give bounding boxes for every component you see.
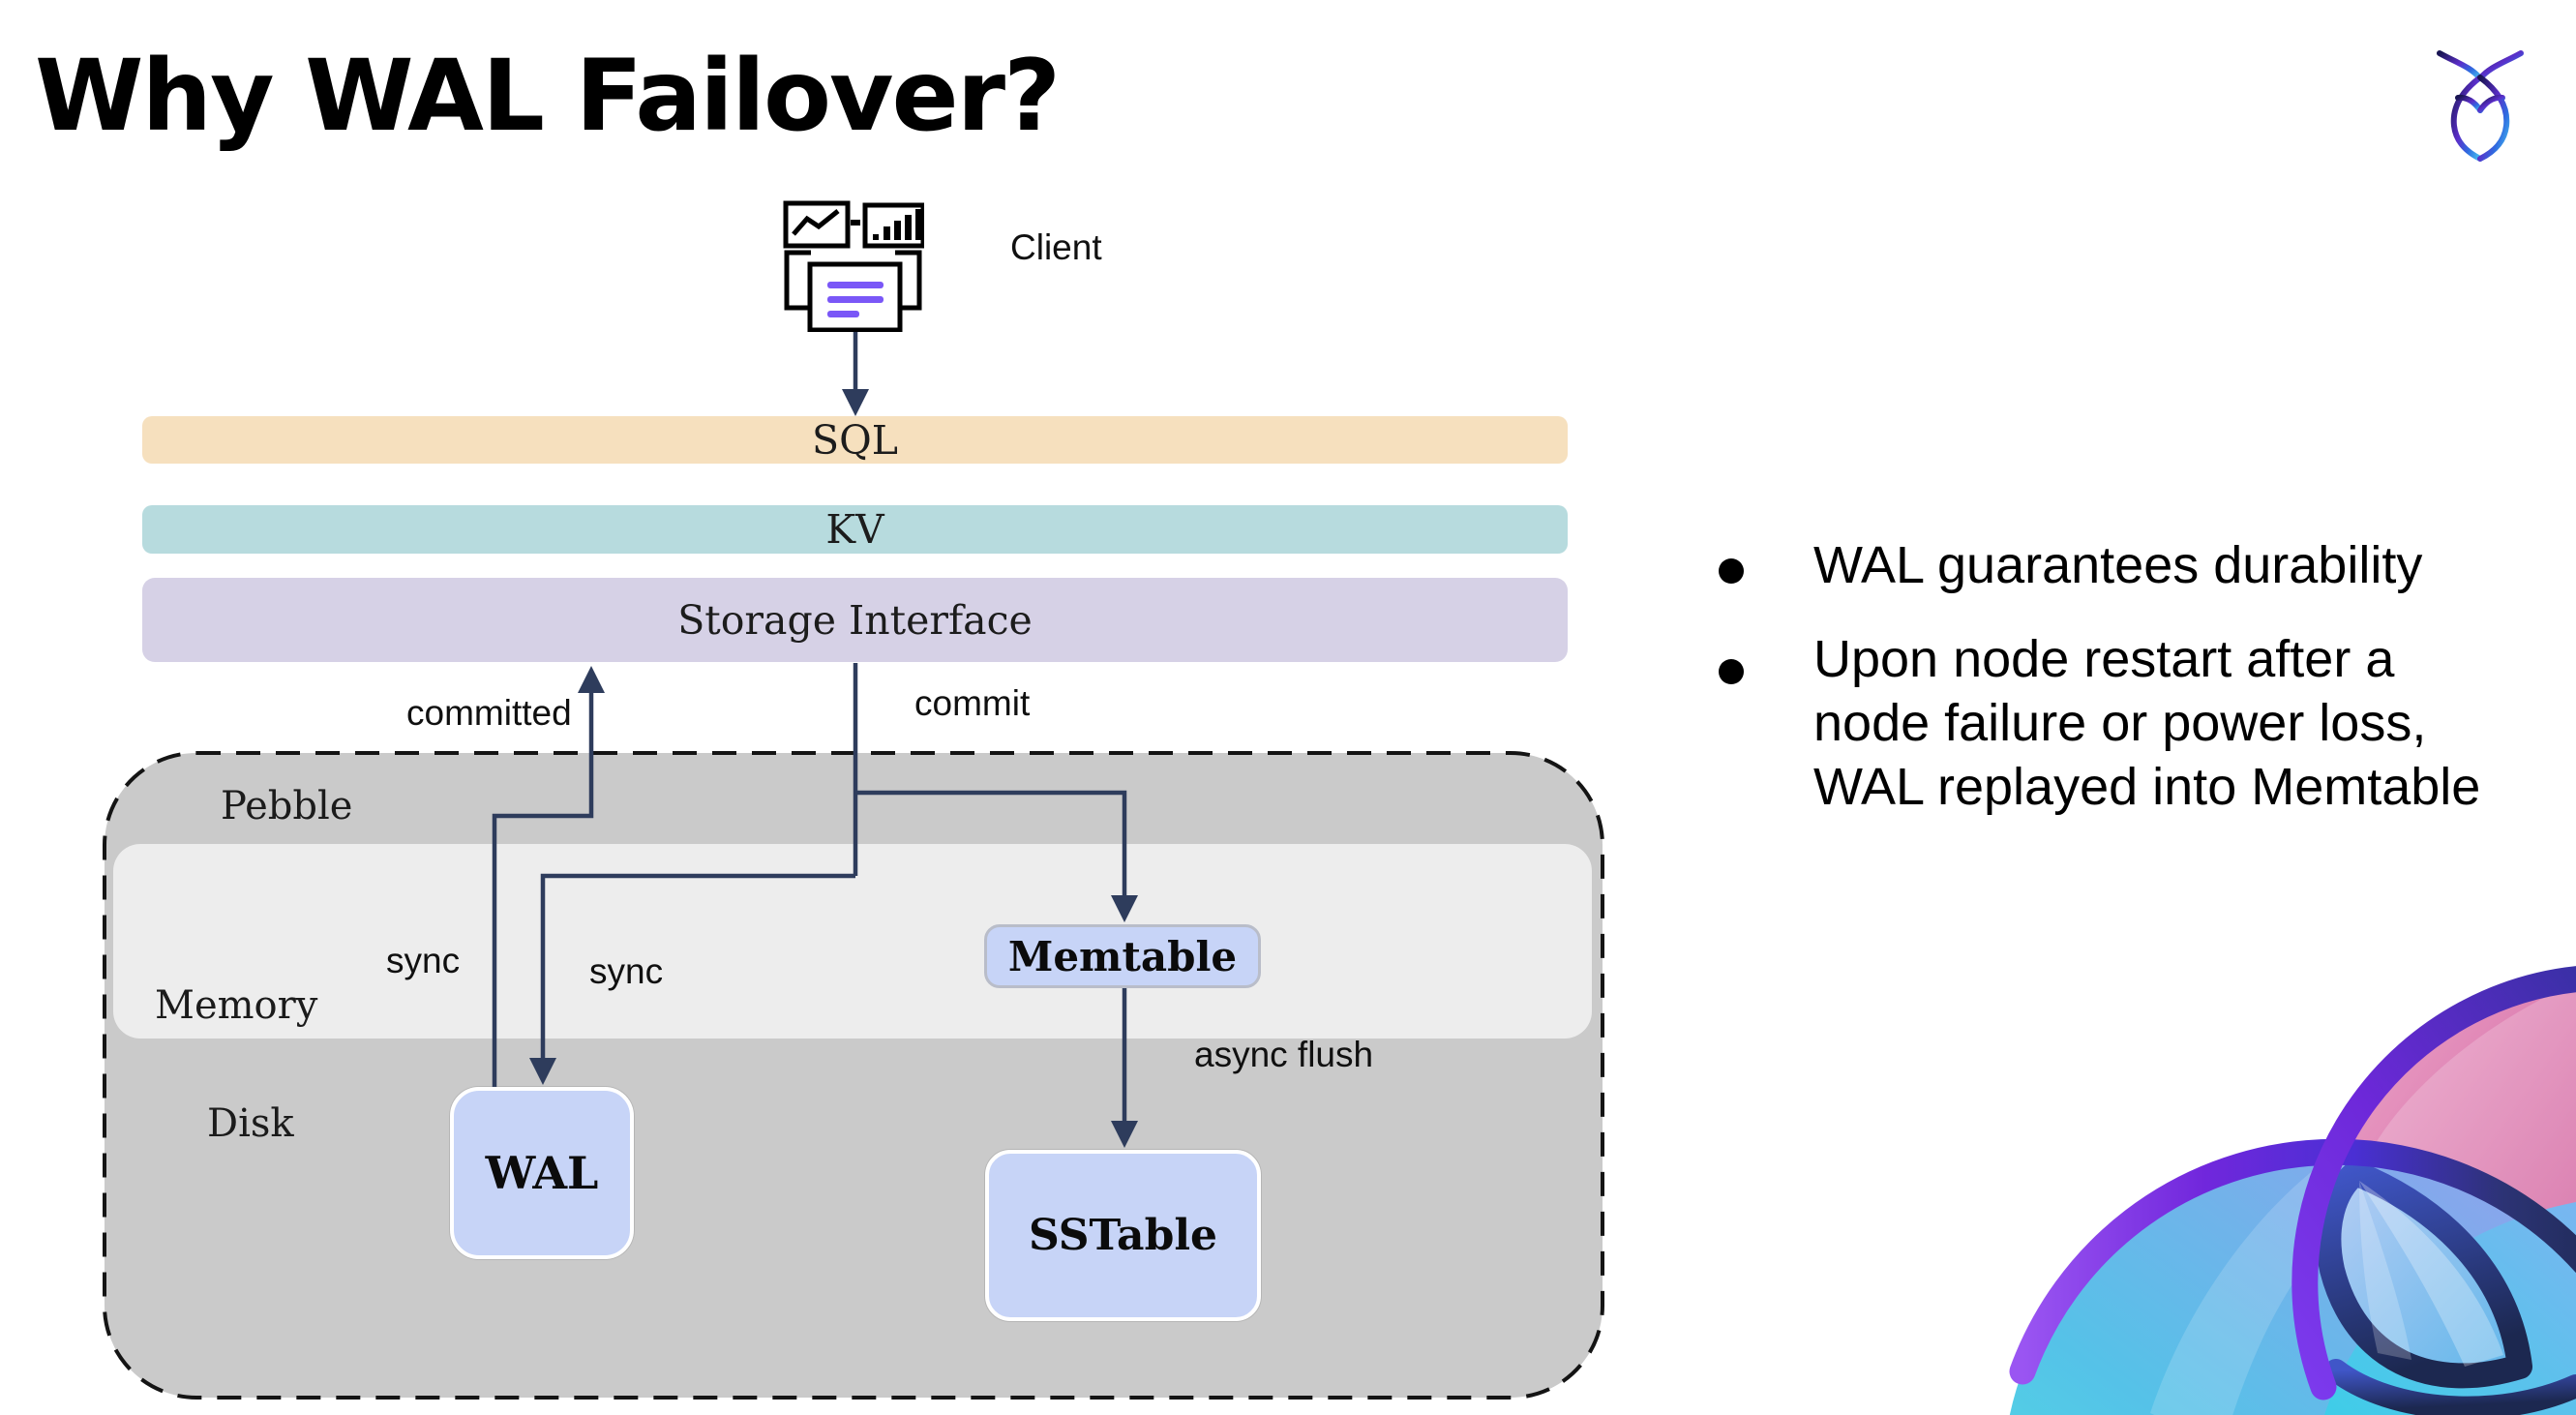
wal-label: WAL bbox=[485, 1147, 599, 1199]
arrowhead-into-wal bbox=[529, 1058, 556, 1085]
layer-storage-label: Storage Interface bbox=[677, 596, 1033, 644]
sync-right-edge-label: sync bbox=[589, 951, 664, 991]
committed-edge-label: committed bbox=[406, 693, 572, 733]
layer-storage-interface: Storage Interface bbox=[142, 578, 1568, 662]
layer-kv-label: KV bbox=[825, 506, 884, 553]
bullet-dot bbox=[1719, 558, 1744, 584]
commit-to-memtable-line bbox=[855, 790, 1127, 895]
pebble-label: Pebble bbox=[221, 784, 353, 828]
layer-sql: SQL bbox=[142, 416, 1568, 464]
layer-kv: KV bbox=[142, 505, 1568, 554]
commit-edge-label: commit bbox=[914, 683, 1031, 723]
bracket-right bbox=[895, 250, 922, 311]
bullet-text: WAL guarantees durability bbox=[1813, 536, 2423, 594]
memtable-label: Memtable bbox=[1007, 932, 1238, 980]
wal-node: WAL bbox=[450, 1087, 634, 1259]
memtable-node: Memtable bbox=[984, 924, 1261, 988]
cockroachdb-logo-icon bbox=[2437, 50, 2524, 162]
page-title: Why WAL Failover? bbox=[35, 39, 1061, 154]
pebble-box bbox=[103, 751, 1604, 1400]
bracket-left bbox=[784, 250, 811, 311]
committed-to-storage-line bbox=[492, 693, 594, 1087]
arrowhead-into-sstable bbox=[1111, 1121, 1138, 1148]
memory-label: Memory bbox=[155, 983, 318, 1028]
bullet-dot bbox=[1719, 659, 1744, 684]
bullet-text: Upon node restart after a node failure o… bbox=[1813, 630, 2481, 816]
async-flush-edge-label: async flush bbox=[1194, 1035, 1374, 1074]
sync-left-edge-label: sync bbox=[386, 941, 461, 980]
arrowhead-into-memtable bbox=[1111, 895, 1138, 922]
sstable-node: SSTable bbox=[985, 1150, 1261, 1321]
layer-sql-label: SQL bbox=[812, 416, 898, 464]
arrowhead-into-sql bbox=[842, 389, 869, 416]
client-label: Client bbox=[1010, 227, 1102, 267]
client-icon bbox=[783, 200, 924, 332]
memory-box bbox=[113, 844, 1592, 1039]
brand-artwork bbox=[1976, 948, 2576, 1415]
sstable-label: SSTable bbox=[1028, 1211, 1218, 1260]
arrowhead-into-storage bbox=[578, 666, 605, 693]
disk-label: Disk bbox=[207, 1101, 294, 1146]
